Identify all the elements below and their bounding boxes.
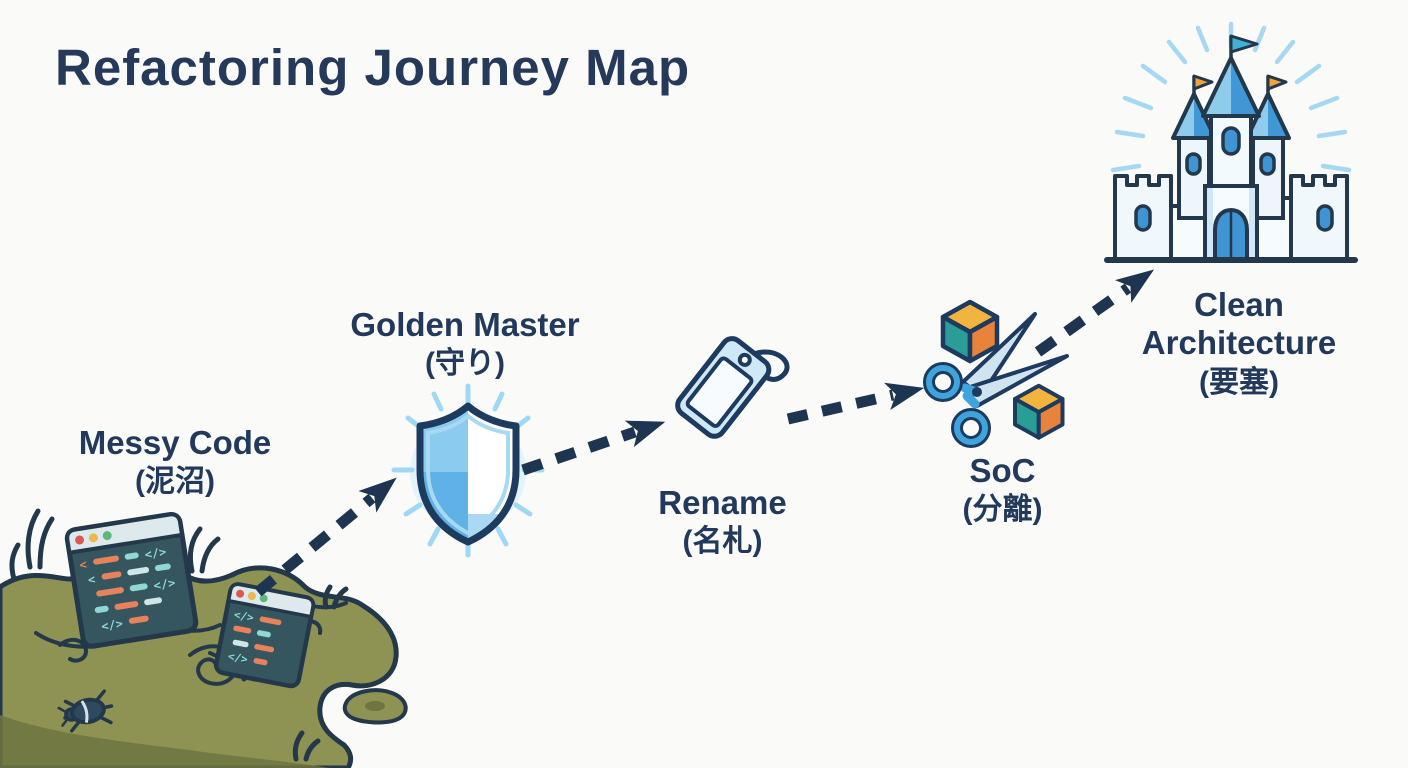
- code-window-small: </> </>: [213, 582, 316, 689]
- tag-label-area: [685, 356, 754, 428]
- svg-text:</>: </>: [153, 576, 177, 593]
- traffic-light-red: [75, 535, 85, 545]
- stage-subname: (守り): [425, 347, 505, 381]
- arrow-soc-to-clean: [1034, 269, 1155, 357]
- stage-name: Messy Code: [78, 424, 272, 461]
- page-title: Refactoring Journey Map: [55, 39, 691, 96]
- mud-shadow: [0, 715, 330, 768]
- code-lines: < </> < </> </>: [78, 545, 177, 634]
- right-tower-window: [1316, 204, 1334, 232]
- svg-text:</>: </>: [233, 608, 255, 625]
- central-tower-window: [1221, 126, 1241, 156]
- traffic-light-green: [102, 531, 112, 541]
- orange-flag: [1192, 74, 1214, 91]
- arrow-rename-to-soc: [786, 382, 925, 425]
- puddle-hole: [365, 701, 385, 711]
- scissors-pivot: [972, 387, 982, 397]
- svg-text:</>: </>: [144, 545, 168, 562]
- stage-label-clean-architecture: Clean Architecture (要塞): [1110, 286, 1368, 402]
- stage-label-soc: SoC (分離): [915, 452, 1090, 529]
- stage-subname: (名札): [682, 525, 763, 559]
- shield-outline: [416, 402, 520, 546]
- module-cube-bottom: [1013, 383, 1065, 440]
- stage-subname: (泥沼): [135, 465, 215, 499]
- teal-flag: [1229, 34, 1259, 54]
- stage-subname: (要塞): [1199, 365, 1279, 399]
- name-tag-icon: [675, 336, 790, 439]
- traffic-light-yellow: [88, 533, 98, 543]
- traffic-light-yellow: [247, 592, 256, 601]
- castle-rays: [1110, 21, 1352, 173]
- traffic-light-red: [236, 589, 245, 598]
- svg-text:</>: </>: [227, 650, 249, 667]
- traffic-light-green: [259, 594, 268, 603]
- scissors-icon: [923, 312, 1069, 448]
- code-window-large: < </> < </> </>: [64, 511, 199, 649]
- bug-icon: [57, 689, 114, 733]
- shield-inner-border: [426, 413, 510, 536]
- stage-name: Golden Master: [350, 306, 580, 343]
- stage-name: Rename: [658, 484, 787, 521]
- arrow-golden-to-rename: [521, 420, 666, 476]
- stage-label-messy-code: Messy Code (泥沼): [30, 424, 320, 501]
- stage-name: SoC: [969, 452, 1036, 489]
- arrow-messy-to-golden: [254, 477, 397, 597]
- left-tower-window: [1134, 204, 1152, 232]
- castle-icon: [1104, 21, 1358, 263]
- stage-label-golden-master: Golden Master (守り): [330, 306, 600, 383]
- svg-text:<: <: [78, 557, 87, 572]
- svg-text:<: <: [87, 572, 96, 587]
- stage-label-rename: Rename (名札): [610, 484, 835, 561]
- svg-text:</>: </>: [100, 616, 124, 633]
- module-cube-top: [940, 299, 1000, 364]
- stage-subname: (分離): [962, 493, 1043, 527]
- swamp-code-windows-icon: < </> < </> </>: [0, 508, 408, 768]
- code-lines: </> </>: [227, 608, 282, 667]
- tag-hole: [737, 352, 752, 367]
- orange-flag: [1266, 74, 1288, 91]
- glowing-shield-icon: [391, 383, 545, 558]
- stage-name: Clean Architecture: [1141, 286, 1337, 362]
- scissors-and-modules-icon: [923, 299, 1069, 448]
